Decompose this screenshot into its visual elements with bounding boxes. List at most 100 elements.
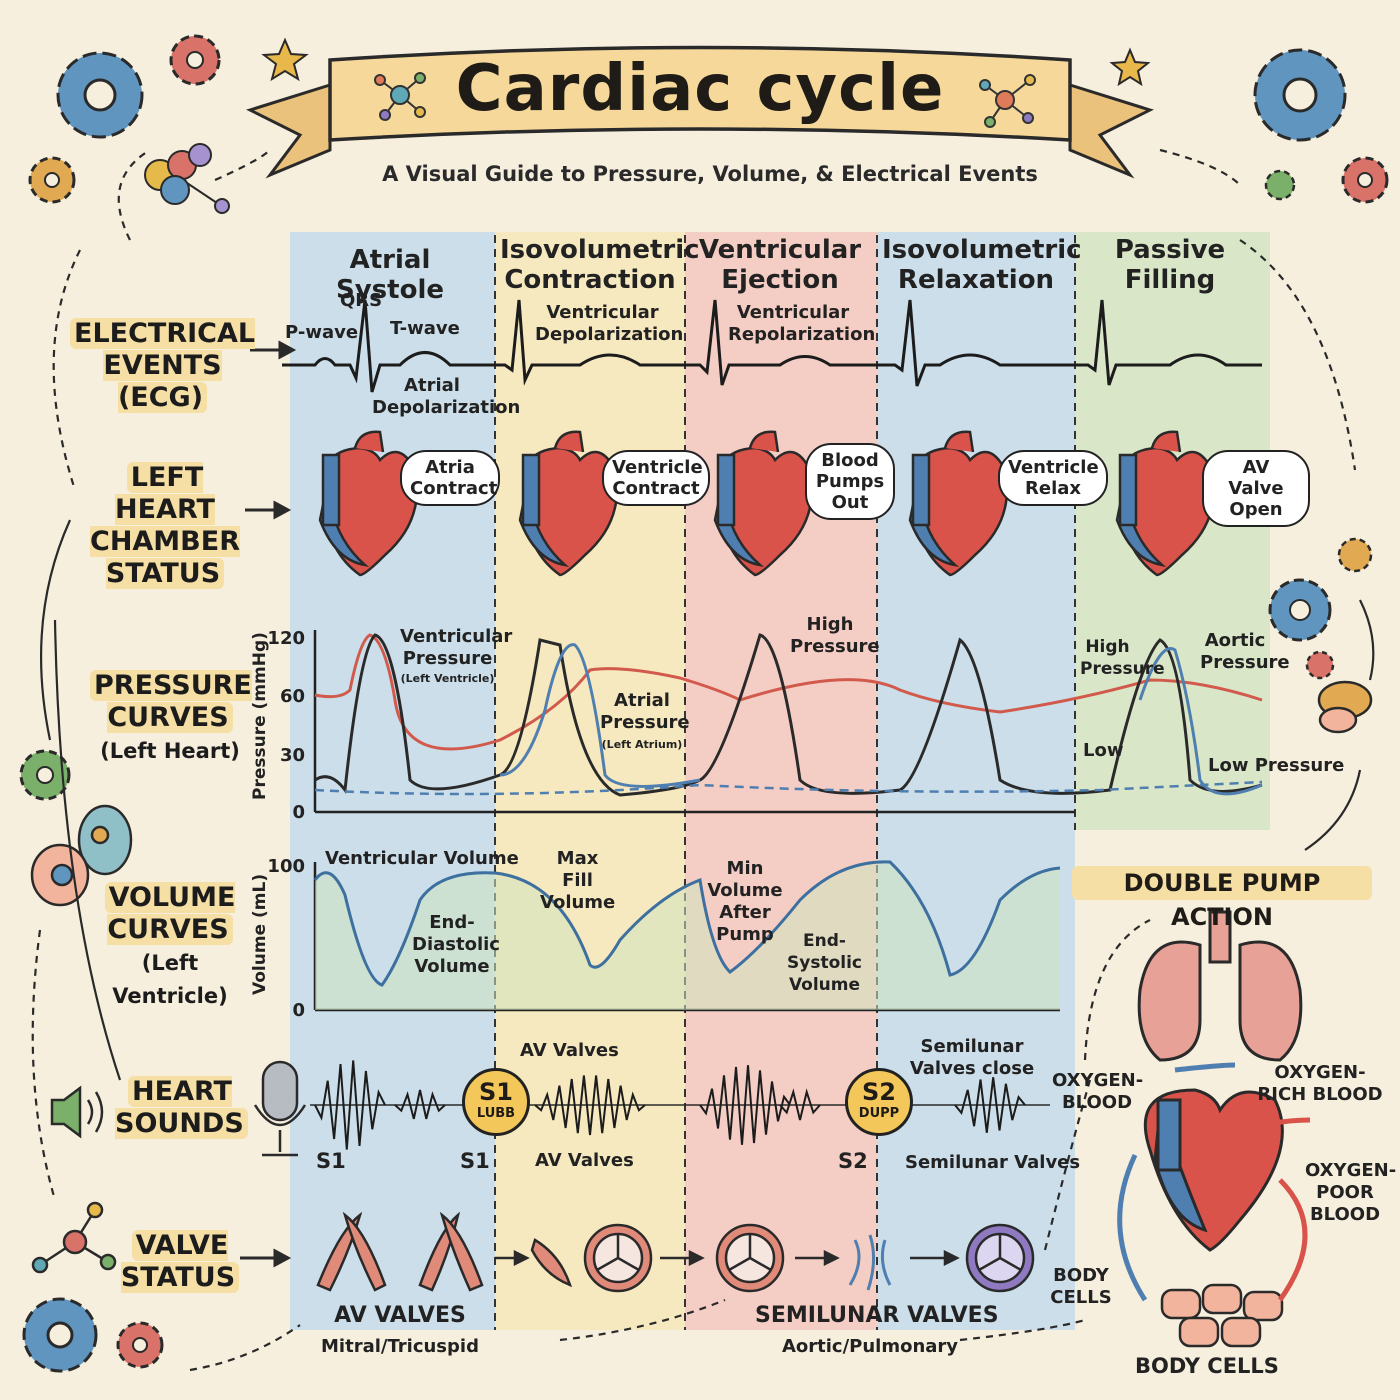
row-arrows [240, 340, 297, 1268]
center-heart-icon [1143, 1088, 1284, 1252]
label-body-cells-side: BODY CELLS [1050, 1265, 1112, 1308]
gear-icon [1264, 169, 1296, 201]
row-label-sounds: HEART SOUNDS [115, 1076, 248, 1140]
label-low: Low [1083, 740, 1124, 761]
pressure-y-axis-label: Pressure (mmHg) [250, 632, 270, 800]
atrial-pressure-line [499, 643, 701, 788]
gear-icon [56, 51, 144, 139]
ecg-label-atrial-depolarization: Atrial Depolarization [372, 375, 521, 418]
semilunar-valves-subtitle: Aortic/Pulmonary [781, 1336, 959, 1357]
ecg-label-ventricular-depolarization: Ventricular Depolarization [535, 302, 684, 345]
label-high-pressure: High Pressure [790, 614, 880, 657]
gear-icon [1305, 650, 1335, 680]
gear-icon [116, 1321, 164, 1369]
circulation-arrows [1117, 1062, 1311, 1302]
pressure-tick: 120 [267, 628, 305, 649]
sound-label-semilunar-bottom: Semilunar Valves [905, 1152, 1081, 1173]
valve-arrows [495, 1249, 960, 1267]
pressure-tick: 0 [292, 802, 305, 823]
row-label-ecg: ELECTRICAL EVENTS (ECG) [70, 318, 256, 414]
star-icon [261, 37, 309, 82]
phase-title-isovolumetric-relaxation: Isovolumetric Relaxation [882, 235, 1082, 295]
heart-icon [318, 430, 419, 577]
lungs-icon [1137, 910, 1303, 1062]
bubble-atria-contract: Atria Contract [400, 450, 500, 506]
title-banner [246, 45, 1154, 179]
volume-tick: 0 [292, 1000, 305, 1021]
cell-icon [30, 804, 133, 907]
phase-title-atrial-systole: Atrial Systole [336, 245, 444, 305]
label-oxygen-poor-blood: OXYGEN- POOR BLOOD [1305, 1160, 1397, 1225]
sound-label-semilunar-close: Semilunar Valves close [909, 1036, 1035, 1079]
gear-icon [1341, 156, 1389, 204]
atrial-pressure-line [1138, 647, 1263, 796]
pressure-axes [313, 630, 1075, 814]
phase-title-ventricular-ejection: Ventricular Ejection [698, 235, 862, 295]
heart-icon [713, 430, 814, 577]
row-label-chamber: LEFT HEART CHAMBER STATUS [90, 462, 240, 589]
body-cells-icon [1160, 1283, 1284, 1348]
label-atrial-pressure: Atrial Pressure [600, 690, 690, 733]
label-low-pressure: Low Pressure [1208, 755, 1345, 776]
av-valves-subtitle: Mitral/Tricuspid [321, 1336, 479, 1357]
sound-burst [954, 1077, 1026, 1133]
sound-label-s1: S1 [316, 1149, 346, 1173]
gear-icon [19, 749, 71, 801]
gear-icon [1253, 48, 1347, 142]
heart-illustrations [318, 430, 1216, 577]
phase-band [290, 232, 495, 1330]
gear-icon [169, 34, 221, 86]
sound-burst [314, 1060, 386, 1150]
molecule-icon [374, 72, 426, 121]
label-atrial-pressure-sub: (Left Atrium) [601, 738, 683, 751]
phase-title-isovolumetric-contraction: Isovolumetric Contraction [500, 235, 700, 295]
page-title: Cardiac cycle [455, 52, 945, 126]
label-oxygen-rich-blood: OXYGEN-RICH BLOOD [1257, 1062, 1383, 1105]
microphone-icon [253, 1060, 307, 1157]
semilunar-valves-title: SEMILUNAR VALVES [755, 1303, 999, 1328]
pressure-tick: 30 [279, 745, 305, 766]
label-max-fill-volume: Max Fill Volume [540, 848, 616, 913]
sound-burst [779, 1088, 821, 1121]
label-ventricular-volume: Ventricular Volume [325, 848, 519, 869]
label-ventricular-pressure-sub: (Left Ventricle) [400, 672, 495, 685]
gear-icon [1268, 578, 1332, 642]
volume-curve [313, 860, 1061, 1010]
cell-icon [1317, 680, 1373, 734]
page-subtitle: A Visual Guide to Pressure, Volume, & El… [382, 162, 1038, 186]
phase-band [685, 232, 877, 1330]
speaker-icon [50, 1085, 104, 1139]
aortic-pressure-line [314, 633, 1263, 751]
label-end-systolic-volume: End-Systolic Volume [787, 931, 862, 995]
s2-dupp-badge: S2 DUPP [845, 1068, 913, 1136]
label-body-cells-bottom: BODY CELLS [1135, 1354, 1279, 1378]
volume-area [315, 861, 1060, 1010]
s1-lubb-badge: S1 LUBB [462, 1068, 530, 1136]
ecg-label-ventricular-repolarization: Ventricular Repolarization [728, 302, 876, 345]
flow-arrows-solid [39, 519, 1375, 1081]
semilunar-valve-icon [583, 1223, 1035, 1293]
heart-icon [1115, 430, 1216, 577]
volume-y-axis-label: Volume (mL) [250, 873, 270, 995]
bubble-ventricle-contract: Ventricle Contract [602, 450, 710, 506]
phase-title-passive-filling: Passive Filling [1114, 235, 1226, 295]
leaflet-icon [530, 1238, 573, 1288]
ecg-label-twave: T-wave [390, 318, 460, 339]
label-aortic-pressure: Aortic Pressure [1200, 630, 1290, 673]
row-label-volume: VOLUME CURVES(Left Ventricle) [90, 882, 250, 1012]
volume-tick: 100 [267, 856, 305, 877]
sound-label-s2: S2 [838, 1149, 868, 1173]
sound-burst [394, 1089, 446, 1120]
sound-label-av-valves-bottom: AV Valves [535, 1150, 634, 1171]
atrial-baseline-line [314, 780, 1263, 796]
row-label-pressure: PRESSURE CURVES(Left Heart) [90, 670, 252, 767]
double-pump-title: DOUBLE PUMP ACTION [1072, 866, 1372, 931]
sound-label-av-valves: AV Valves [520, 1040, 619, 1061]
star-icon [1109, 47, 1151, 87]
ecg-trace [282, 299, 1262, 393]
gear-icon [28, 156, 76, 204]
ventricular-pressure-line [314, 633, 1263, 797]
av-valve-open-icon [316, 1211, 484, 1292]
